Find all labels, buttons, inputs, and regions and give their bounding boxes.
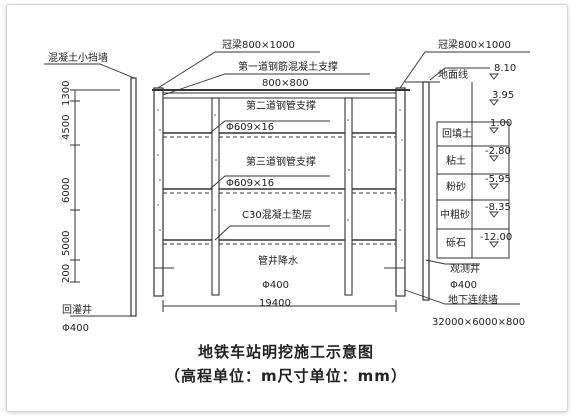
strut1-shape xyxy=(162,92,397,99)
label-observation-well: 观测井 xyxy=(450,262,480,275)
soil-name-5: 砾石 xyxy=(446,236,466,249)
label-dewatering: 管井降水 xyxy=(258,254,298,267)
wall-texture xyxy=(157,109,403,261)
label-strut2-name: 第二道钢管支撑 xyxy=(246,99,316,112)
label-width: 19400 xyxy=(259,298,291,309)
label-strut3-size: Φ609×16 xyxy=(226,178,274,189)
soil-elev-1: 1.00 xyxy=(490,118,512,129)
soil-elev-5: -12.00 xyxy=(480,232,512,243)
retaining-wall-shape xyxy=(130,77,137,317)
label-strut2-size: Φ609×16 xyxy=(226,122,274,133)
label-recharge-well: 回灌井 xyxy=(62,303,92,316)
label-cushion: C30混凝土垫层 xyxy=(242,208,312,221)
label-diaphragm-wall: 地下连续墙 xyxy=(448,293,498,306)
right-diaphragm-wall xyxy=(395,87,406,297)
soil-name-4: 中粗砂 xyxy=(440,208,470,221)
soil-elev-2: -2.80 xyxy=(485,146,511,157)
label-recharge-size: Φ400 xyxy=(62,323,89,334)
depth-label-5: 200 xyxy=(61,264,72,283)
depth-label-4: 5000 xyxy=(61,231,72,256)
elevation-top: 3.95 xyxy=(492,90,514,101)
label-strut1-size: 800×800 xyxy=(262,78,309,89)
diagram-subtitle: （高程单位：m尺寸单位：mm） xyxy=(165,367,407,385)
soil-layer-dividers xyxy=(437,82,509,258)
label-diaphragm-size: 32000×6000×800 xyxy=(432,317,525,328)
soil-layer-table xyxy=(436,121,510,259)
label-strut1-name: 第一道钢筋混凝土支撑 xyxy=(238,60,338,73)
label-strut3-name: 第三道钢管支撑 xyxy=(246,155,316,168)
column-left xyxy=(211,97,220,296)
soil-name-1: 回填土 xyxy=(442,127,472,140)
left-diaphragm-wall xyxy=(153,87,164,297)
label-ground-line: 地面线 xyxy=(438,68,468,81)
diagram-title: 地铁车站明挖施工示意图 xyxy=(198,343,374,361)
depth-label-2: 4500 xyxy=(61,115,72,140)
depth-label-3: 6000 xyxy=(61,178,72,203)
elevation-ground: 8.10 xyxy=(494,63,516,74)
elevation-markers xyxy=(489,73,499,248)
column-right xyxy=(344,97,353,296)
label-dewatering-size: Φ400 xyxy=(262,280,289,291)
label-observation-size: Φ400 xyxy=(450,280,477,291)
soil-elev-3: -5.95 xyxy=(485,174,511,185)
leader-lines xyxy=(44,51,530,317)
observation-well-shape xyxy=(422,81,430,301)
depth-label-1: 1300 xyxy=(61,81,72,106)
label-crown-beam-right: 冠梁800×1000 xyxy=(438,38,511,51)
depth-ticks xyxy=(70,89,120,283)
soil-name-3: 粉砂 xyxy=(446,180,466,193)
label-crown-beam-left: 冠梁800×1000 xyxy=(222,38,295,51)
soil-elev-4: -8.35 xyxy=(485,202,511,213)
soil-name-2: 粘土 xyxy=(446,154,466,167)
label-retaining-wall: 混凝土小挡墙 xyxy=(48,51,108,64)
